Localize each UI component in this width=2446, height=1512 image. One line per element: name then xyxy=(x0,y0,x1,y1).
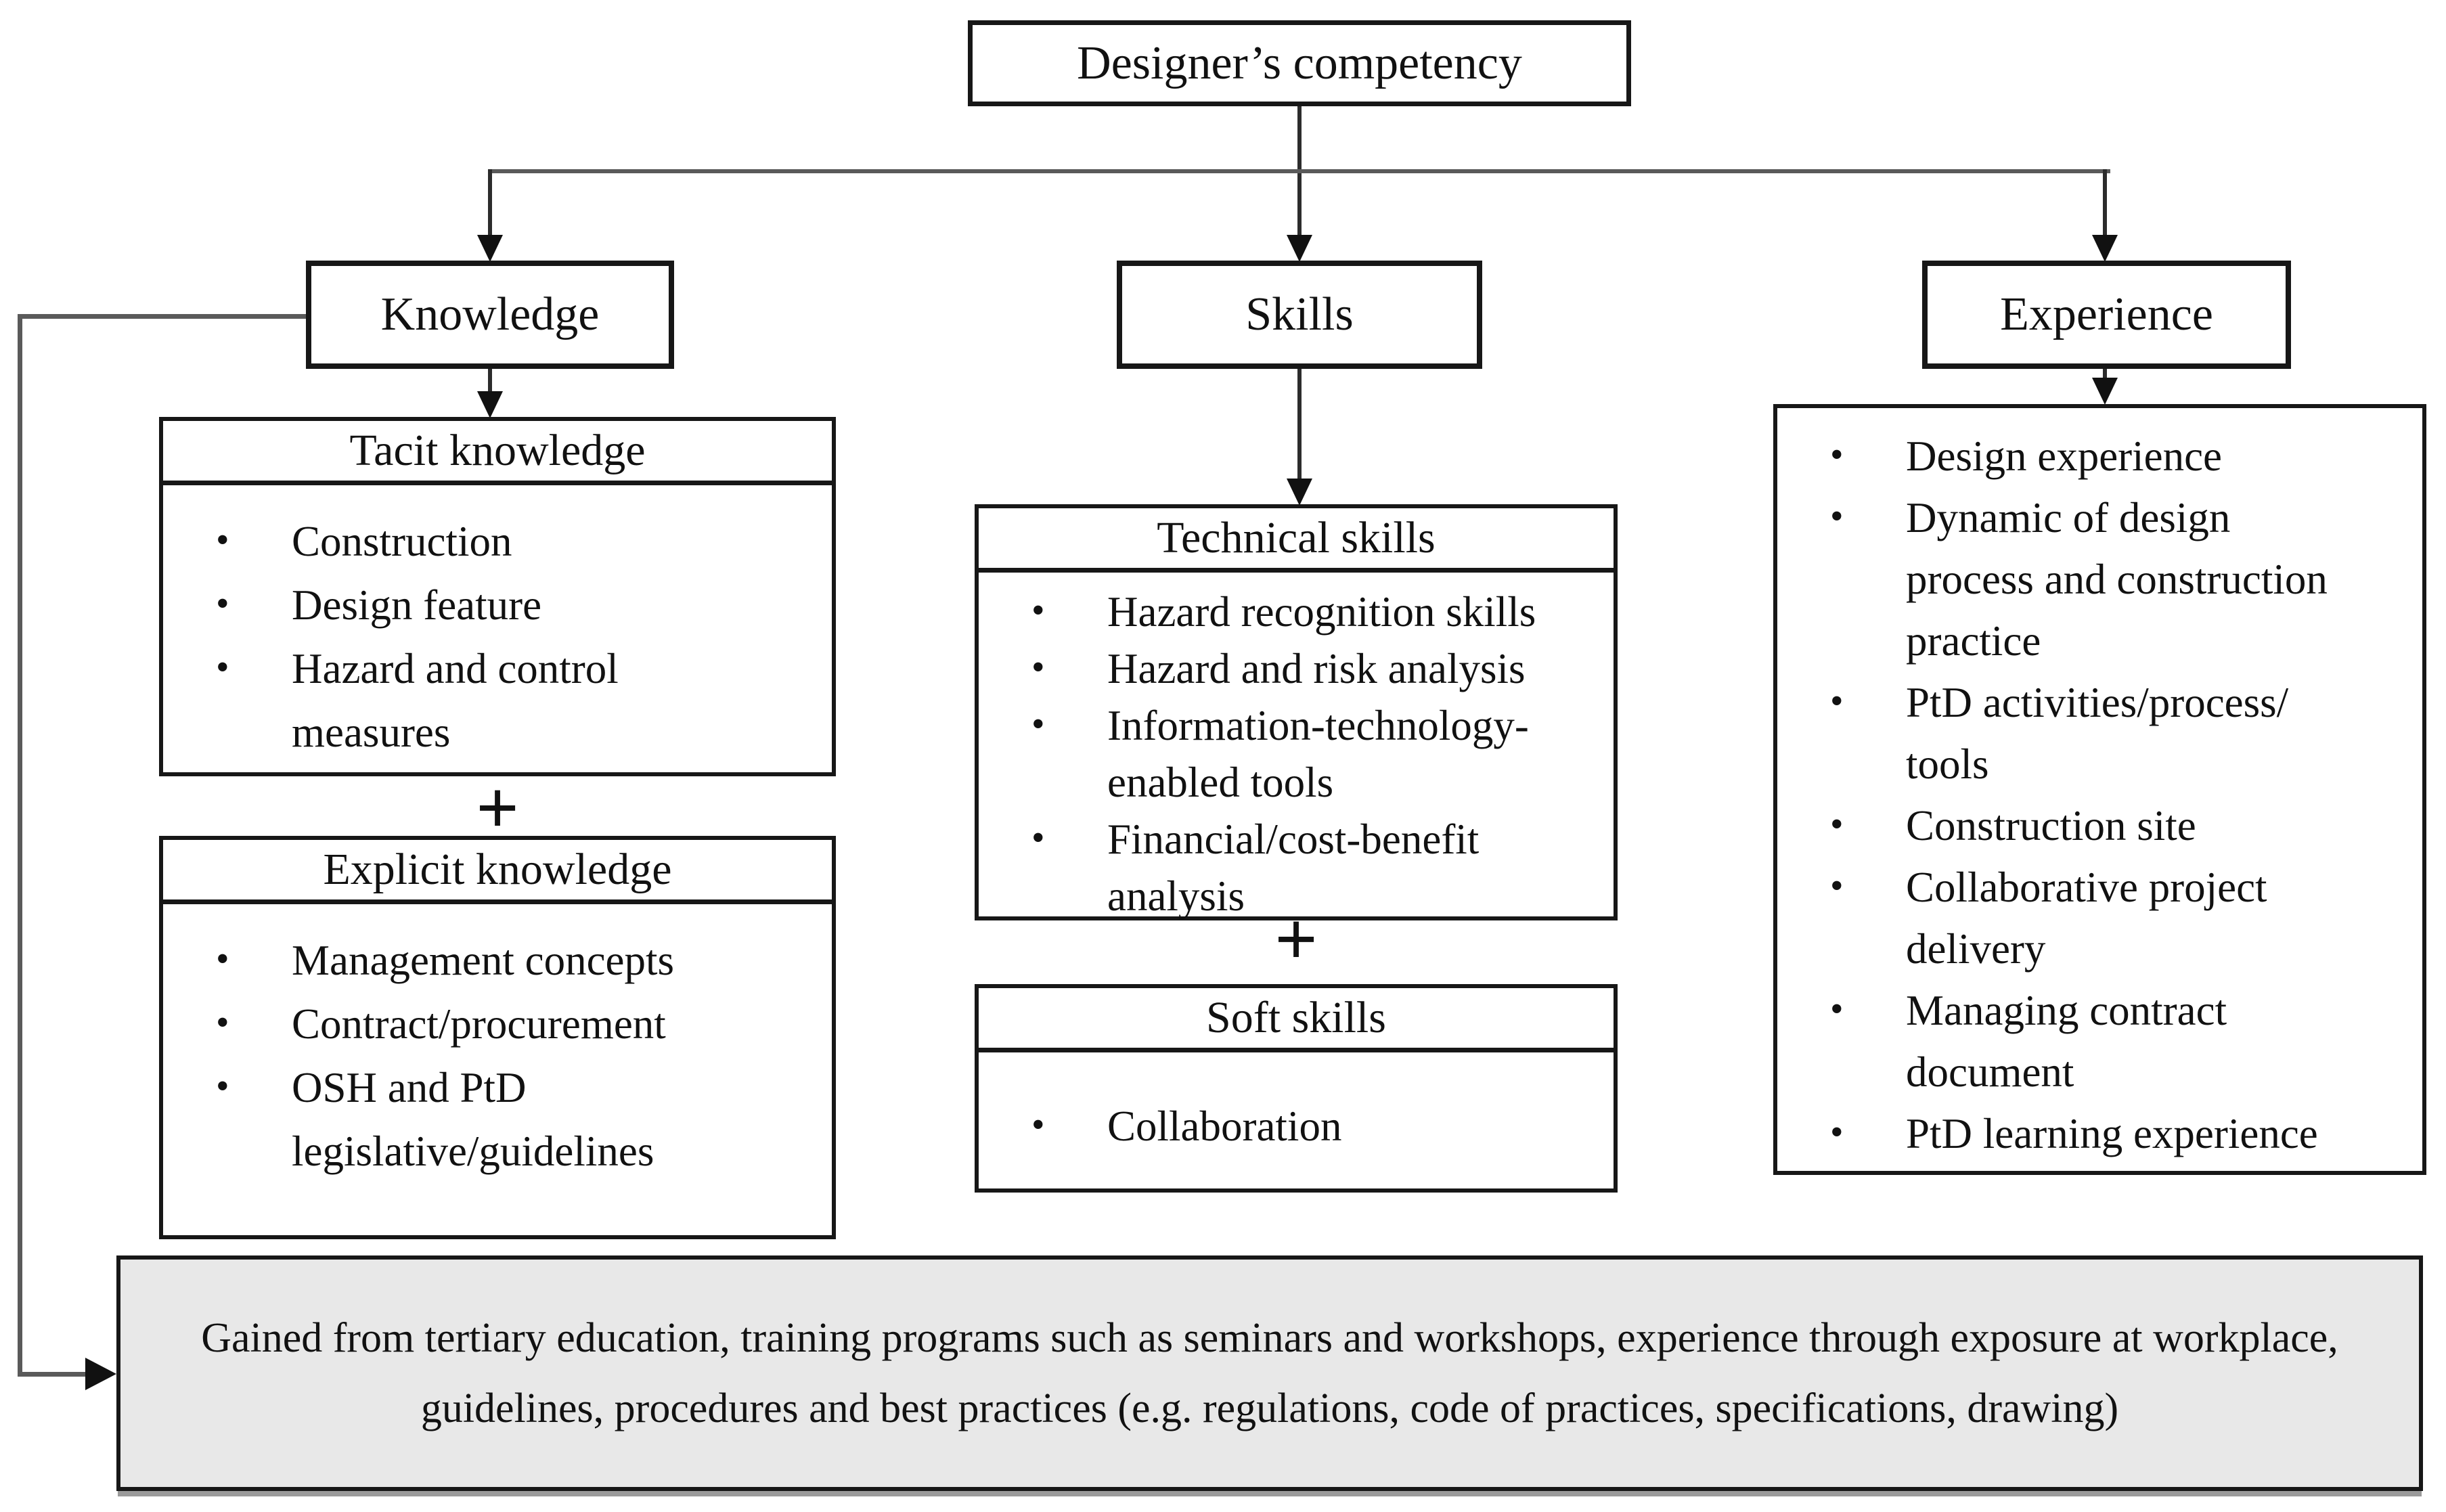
title-text: Designer’s competency xyxy=(1077,37,1522,89)
list-item: Dynamic of design process and constructi… xyxy=(1777,486,2355,672)
connector-skills-technical xyxy=(1297,369,1302,480)
panel-tacit-knowledge: Tacit knowledge ConstructionDesign featu… xyxy=(159,417,836,776)
connector-loop-vertical xyxy=(18,314,22,1377)
explicit-item-list: Management conceptsContract/procurementO… xyxy=(163,904,832,1183)
list-item: Contract/procurement xyxy=(163,991,771,1056)
panel-title-technical: Technical skills xyxy=(1157,513,1436,562)
list-item: Financial/cost-benefit analysis xyxy=(979,809,1593,925)
panel-header-soft: Soft skills xyxy=(979,988,1614,1052)
panel-explicit-knowledge: Explicit knowledge Management conceptsCo… xyxy=(159,836,836,1239)
category-box-skills: Skills xyxy=(1117,261,1482,369)
connector-experience-list xyxy=(2103,369,2107,380)
panel-header-technical: Technical skills xyxy=(979,508,1614,573)
soft-item-list: Collaboration xyxy=(979,1052,1614,1158)
list-item: Information-technology-enabled tools xyxy=(979,696,1593,811)
panel-soft-skills: Soft skills Collaboration xyxy=(975,984,1618,1193)
category-box-knowledge: Knowledge xyxy=(306,261,674,369)
footer-note-box: Gained from tertiary education, training… xyxy=(116,1255,2423,1491)
list-item: PtD learning experience xyxy=(1777,1102,2355,1165)
list-item: Hazard and risk analysis xyxy=(979,639,1593,697)
arrowhead-skills xyxy=(1287,235,1312,262)
list-item: Collaborative project delivery xyxy=(1777,855,2355,980)
panel-header-tacit: Tacit knowledge xyxy=(163,421,832,485)
list-item: Construction xyxy=(163,508,771,573)
arrowhead-experience-list xyxy=(2092,378,2118,405)
panel-title-explicit: Explicit knowledge xyxy=(323,845,672,894)
arrowhead-technical xyxy=(1287,479,1312,506)
category-label-knowledge: Knowledge xyxy=(380,288,600,340)
arrowhead-tacit xyxy=(477,391,503,418)
arrowhead-footer xyxy=(85,1358,116,1390)
connector-drop-knowledge xyxy=(488,169,492,235)
list-item: Design experience xyxy=(1777,424,2355,487)
tacit-item-list: ConstructionDesign featureHazard and con… xyxy=(163,485,832,764)
category-label-skills: Skills xyxy=(1245,288,1354,340)
list-item: Hazard and control measures xyxy=(163,636,771,764)
footer-note-text: Gained from tertiary education, training… xyxy=(201,1315,2338,1431)
title-box: Designer’s competency xyxy=(968,20,1631,106)
panel-technical-skills: Technical skills Hazard recognition skil… xyxy=(975,504,1618,920)
arrowhead-knowledge xyxy=(477,235,503,262)
plus-sign-skills: + xyxy=(1274,897,1318,981)
list-item: Design feature xyxy=(163,572,771,637)
connector-drop-experience xyxy=(2103,169,2107,235)
list-item: PtD activities/process/ tools xyxy=(1777,671,2355,795)
experience-item-list: Design experienceDynamic of design proce… xyxy=(1777,408,2422,1165)
connector-knowledge-tacit xyxy=(488,369,492,393)
connector-loop-horizontal-bottom xyxy=(18,1372,87,1377)
list-item: Construction site xyxy=(1777,794,2355,857)
connector-branch-horizontal xyxy=(489,169,2110,173)
list-item: Collaboration xyxy=(979,1093,1593,1158)
arrowhead-experience xyxy=(2092,235,2118,262)
list-item: Managing contract document xyxy=(1777,979,2355,1103)
connector-loop-horizontal-top xyxy=(18,314,306,319)
category-label-experience: Experience xyxy=(2000,288,2213,340)
panel-experience-list: Design experienceDynamic of design proce… xyxy=(1773,404,2426,1175)
list-item: Hazard recognition skills xyxy=(979,582,1593,640)
technical-item-list: Hazard recognition skillsHazard and risk… xyxy=(979,573,1614,925)
list-item: OSH and PtD legislative/guidelines xyxy=(163,1054,771,1183)
list-item: Management concepts xyxy=(163,927,771,992)
panel-title-tacit: Tacit knowledge xyxy=(349,426,646,475)
panel-title-soft: Soft skills xyxy=(1206,993,1386,1042)
category-box-experience: Experience xyxy=(1922,261,2291,369)
plus-sign-knowledge: + xyxy=(476,766,519,850)
panel-header-explicit: Explicit knowledge xyxy=(163,840,832,904)
